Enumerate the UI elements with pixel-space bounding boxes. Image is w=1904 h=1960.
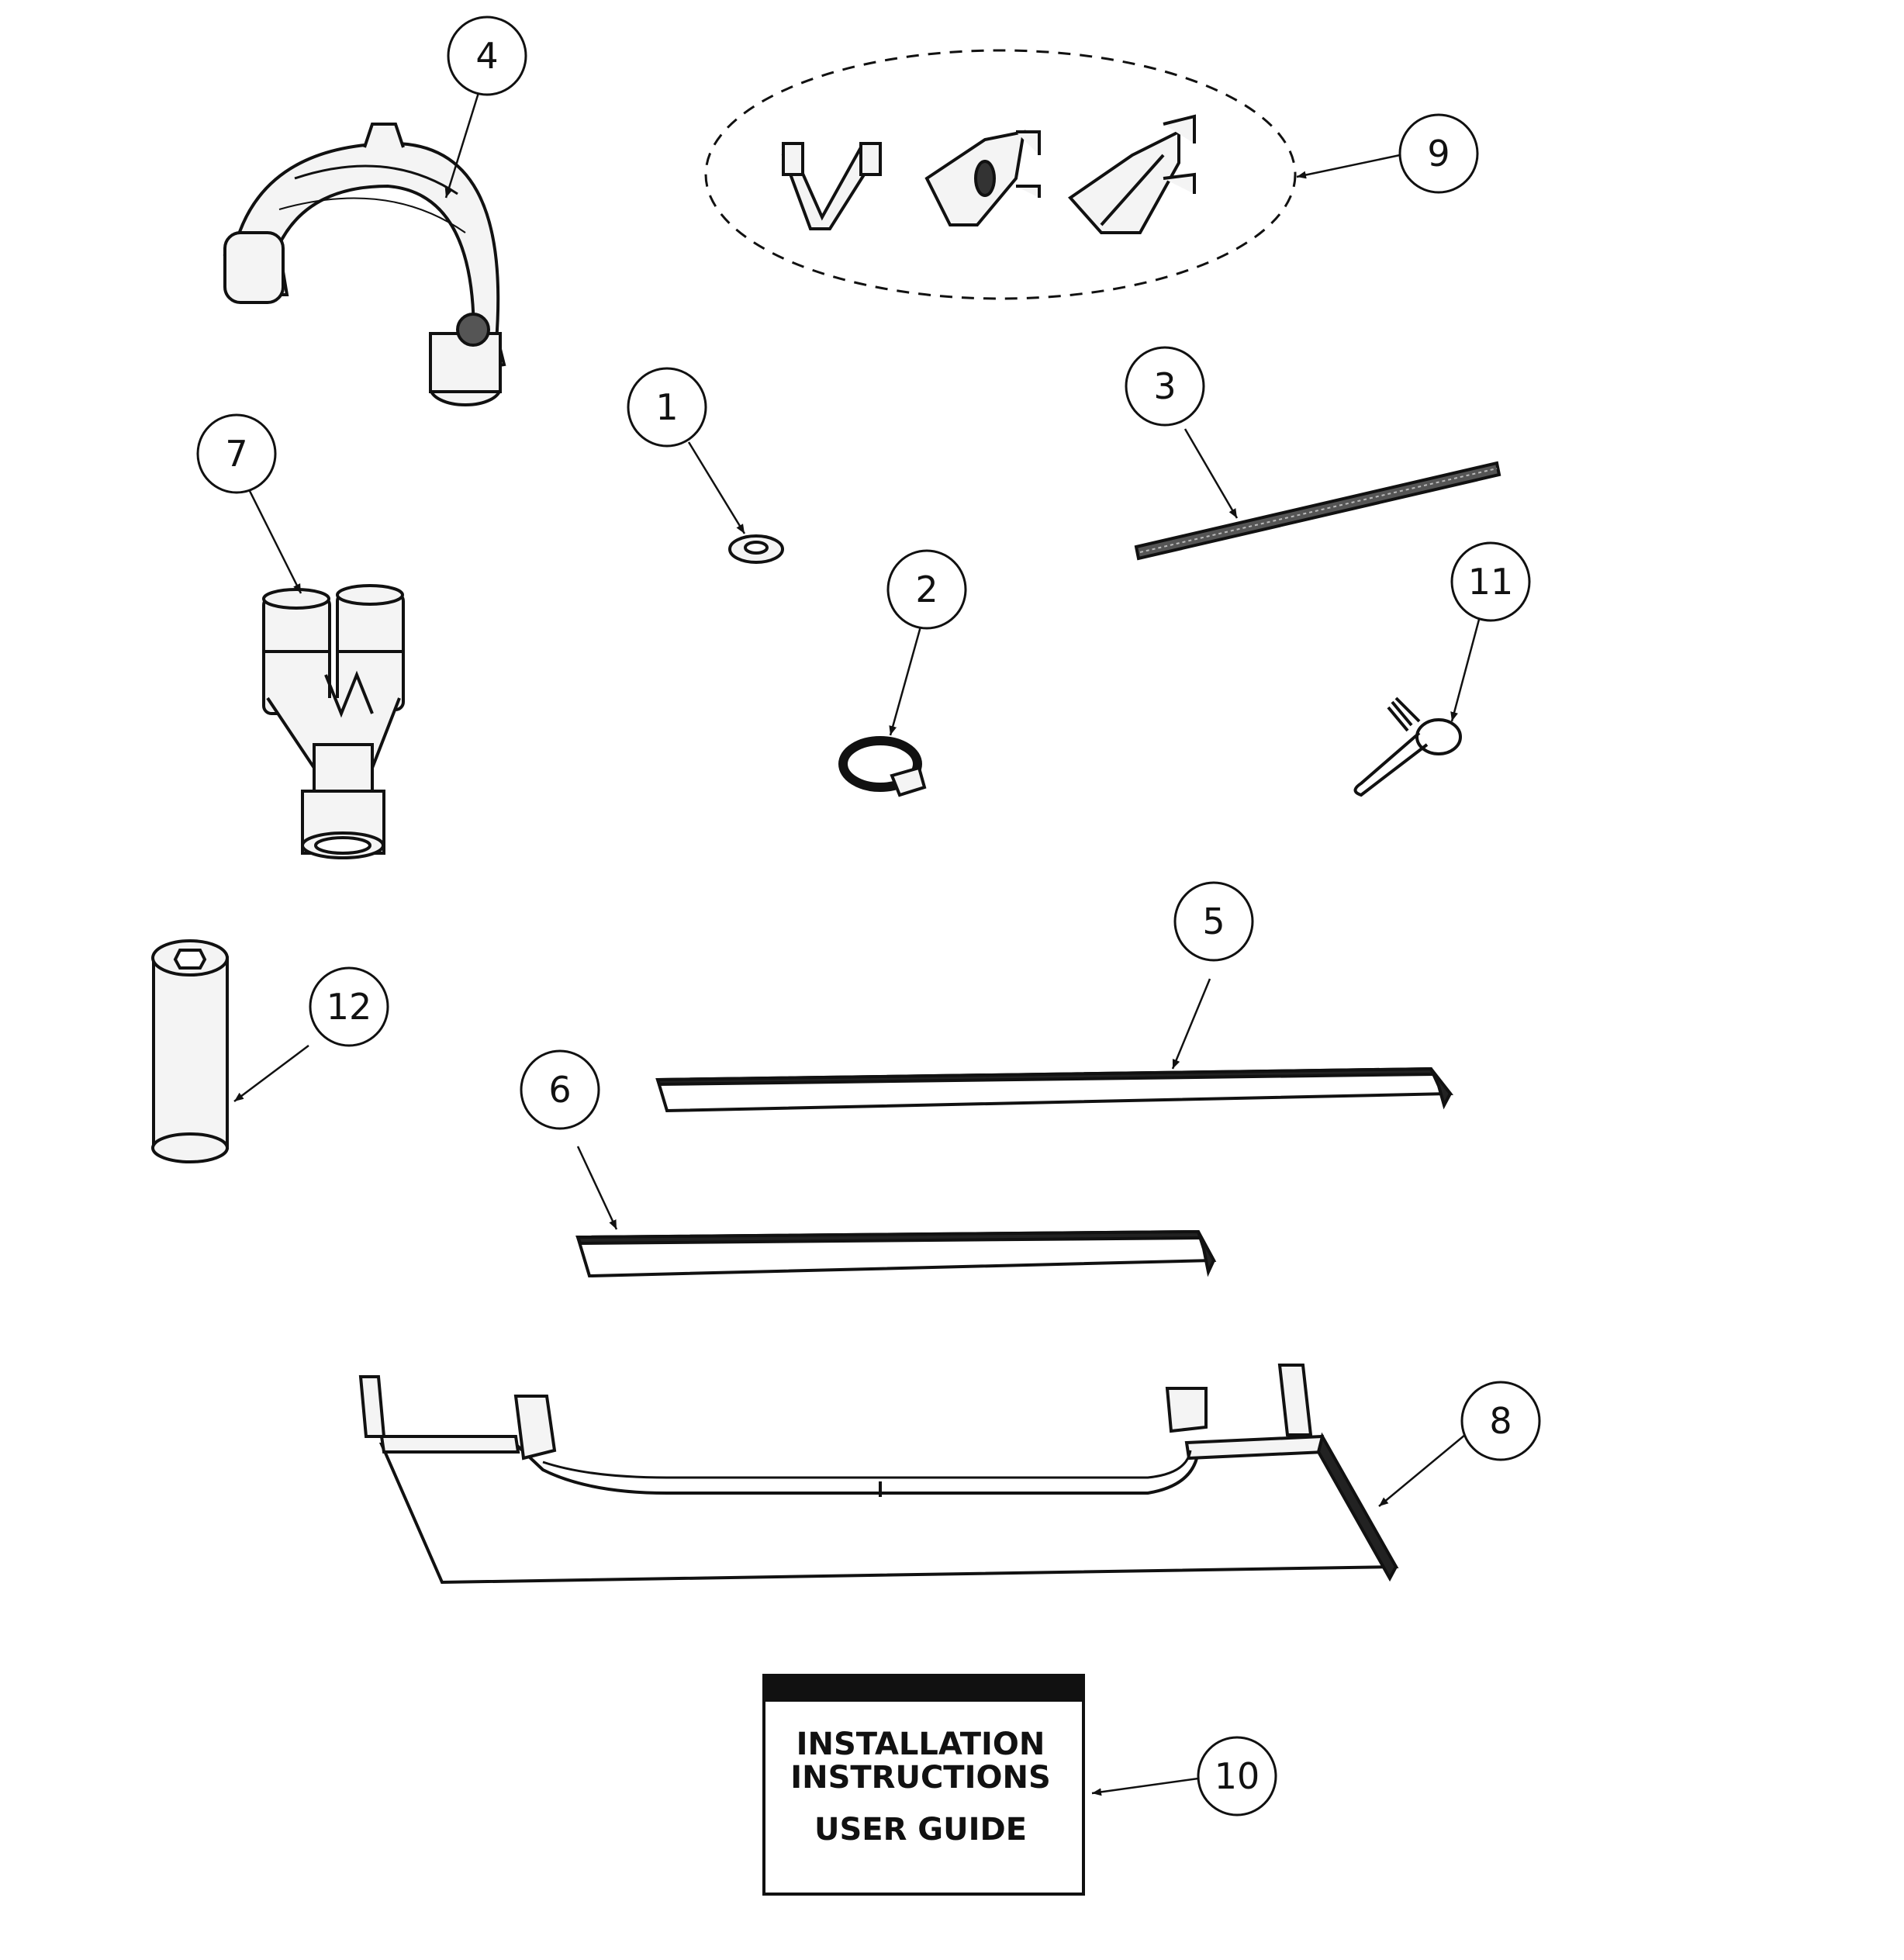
callout-11-label: 11 (1468, 561, 1514, 603)
part-8-front-panel (358, 1364, 1399, 1585)
manual-line-3: USER GUIDE (814, 1812, 1027, 1848)
part-7-y-connector (262, 584, 405, 859)
callout-1: 1 (627, 367, 707, 448)
leader-line-4 (444, 85, 482, 199)
leader-line-10 (1091, 1777, 1199, 1796)
leader-line-1 (687, 441, 746, 534)
callout-7: 7 (196, 413, 277, 494)
callout-7-label: 7 (225, 433, 247, 475)
part-12-cylinder (151, 939, 229, 1163)
dashed-group-outline (704, 49, 1297, 300)
callout-3-label: 3 (1153, 365, 1176, 407)
leader-line-7 (245, 484, 302, 594)
callout-9-label: 9 (1427, 133, 1450, 175)
callout-1-label: 1 (655, 386, 678, 428)
leader-line-5 (1171, 978, 1211, 1070)
callout-2: 2 (886, 549, 967, 630)
callout-5-label: 5 (1202, 900, 1225, 942)
callout-9: 9 (1398, 113, 1479, 194)
callout-10-label: 10 (1215, 1755, 1260, 1797)
callout-5: 5 (1173, 881, 1254, 962)
part-3-rod (1134, 461, 1501, 561)
leader-line-6 (576, 1146, 618, 1230)
callout-12: 12 (309, 966, 389, 1047)
leader-line-3 (1184, 428, 1239, 519)
leader-line-11 (1450, 616, 1481, 722)
leader-line-12 (233, 1045, 309, 1102)
part-9-brackets (781, 114, 1196, 234)
callout-11: 11 (1450, 541, 1531, 622)
part-2-hose-clamp (838, 736, 927, 797)
callout-8-label: 8 (1489, 1400, 1512, 1442)
part-4-pipe-clamp (223, 123, 506, 406)
callout-3: 3 (1125, 346, 1205, 427)
manual-line-1: INSTALLATION (797, 1727, 1045, 1762)
part-1-washer (728, 534, 784, 564)
callout-8: 8 (1460, 1381, 1541, 1461)
callout-6: 6 (520, 1049, 600, 1130)
part-10-manual: INSTALLATION INSTRUCTIONS USER GUIDE (762, 1674, 1085, 1896)
manual-line-2: INSTRUCTIONS (790, 1760, 1051, 1796)
leader-line-8 (1378, 1430, 1470, 1507)
part-5-long-strip (655, 1066, 1454, 1113)
callout-12-label: 12 (327, 986, 372, 1028)
part-11-spring-clip (1353, 697, 1462, 797)
callout-2-label: 2 (915, 569, 938, 610)
leader-line-2 (889, 612, 926, 736)
callout-4: 4 (447, 16, 527, 96)
callout-10: 10 (1197, 1736, 1277, 1817)
part-6-short-strip (575, 1229, 1217, 1278)
leader-line-9 (1296, 154, 1401, 179)
callout-6-label: 6 (548, 1069, 571, 1111)
callout-4-label: 4 (475, 35, 498, 77)
